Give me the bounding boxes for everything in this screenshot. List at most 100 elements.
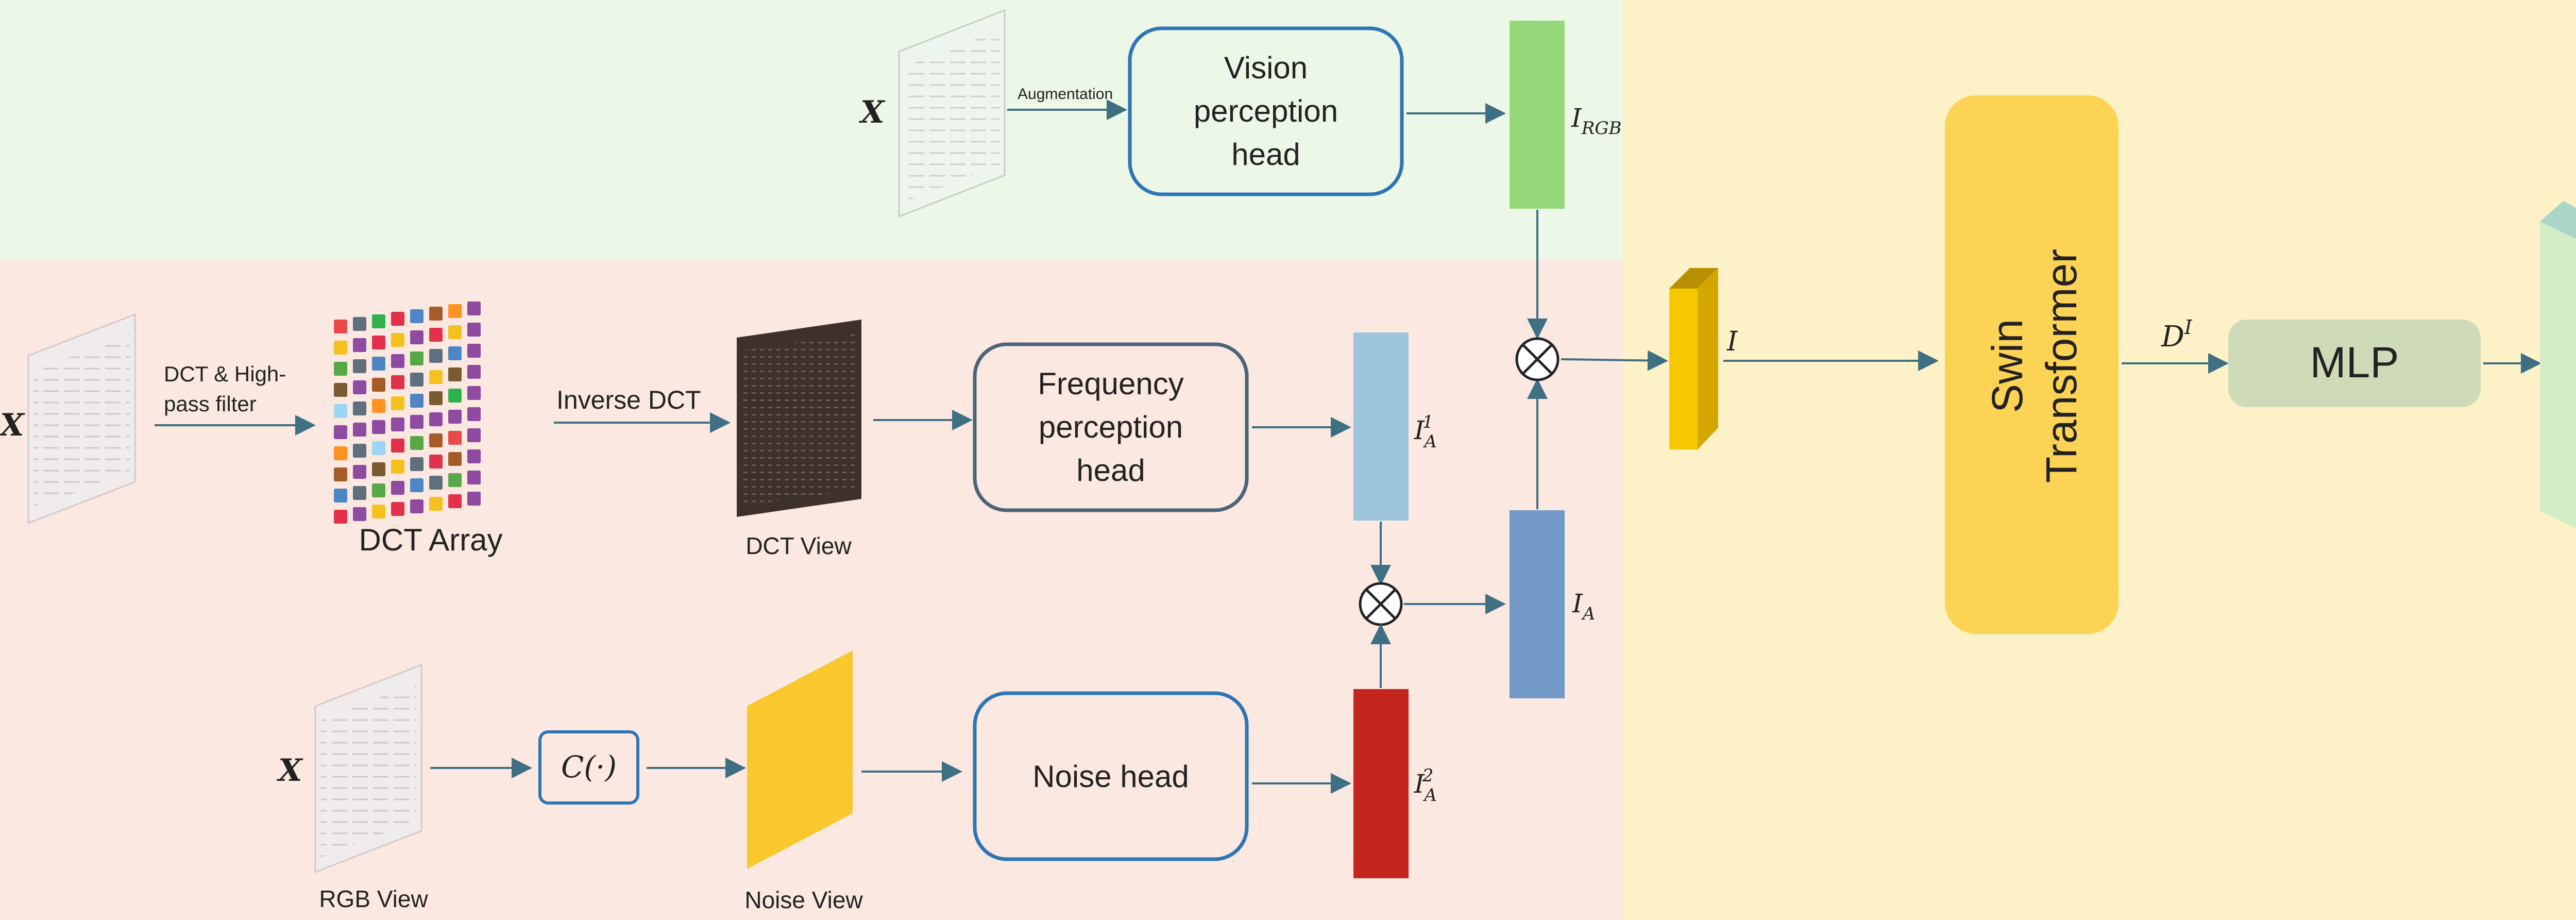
i-a2-feature <box>1353 689 1409 878</box>
freq-head-line3: head <box>1076 453 1145 488</box>
dct-array-cell <box>448 494 462 508</box>
dct-array-cell <box>448 431 462 445</box>
dct-array-cell <box>353 338 366 352</box>
dct-array-cell <box>372 399 385 413</box>
c-operator-box: C(·) <box>538 730 639 805</box>
fusion-to-i-arrow <box>1561 350 1668 371</box>
dct-array-cell <box>353 423 366 437</box>
swin-line2: Transformer <box>2037 249 2086 483</box>
vision-input-document-icon <box>898 9 1006 218</box>
dct-array-cell <box>391 481 404 495</box>
dct-array-cell <box>334 404 347 418</box>
dct-highpass-label-line1: DCT & High- <box>164 362 286 386</box>
swin-transformer-block: Swin Transformer <box>1945 95 2119 634</box>
dct-highpass-label-line2: pass filter <box>164 392 257 416</box>
dct-array-cell <box>334 425 347 439</box>
dct-view-label: DCT View <box>745 532 852 559</box>
dct-array-cell <box>372 441 385 455</box>
dct-view-image <box>737 320 861 517</box>
dct-array-cell <box>353 380 366 394</box>
dct-array-cell <box>391 460 404 474</box>
dct-array-cell <box>429 476 443 490</box>
i-a-feature <box>1510 510 1565 698</box>
dct-array-cell <box>467 302 481 315</box>
dct-array-cell <box>334 383 347 397</box>
dct-array-cell <box>353 444 366 458</box>
dct-array-cell <box>410 352 423 365</box>
dct-array-cell <box>448 389 462 403</box>
i-rgb-feature <box>1510 21 1565 209</box>
dct-array-cell <box>410 415 423 429</box>
swin-line1: Swin <box>1983 319 2031 413</box>
dct-array-cell <box>429 328 443 342</box>
dct-array-cell <box>448 304 462 318</box>
dct-array-cell <box>448 346 462 360</box>
dct-array-cell <box>410 330 423 344</box>
dct-array-cell <box>391 354 404 368</box>
dct-array-cell <box>410 309 423 323</box>
dct-array-cell <box>429 433 443 447</box>
dct-array-cell <box>410 436 423 450</box>
i-fused-label: I <box>1726 326 1738 357</box>
mlp-block: MLP <box>2228 320 2481 407</box>
dct-array-cell <box>467 449 481 463</box>
dct-array-cell <box>334 510 347 524</box>
noise-input-document-icon <box>314 663 422 874</box>
dct-array-cell <box>467 344 481 358</box>
dct-array-cell <box>372 505 385 518</box>
dct-array-cell <box>353 507 366 521</box>
dct-array-cell <box>448 367 462 381</box>
frequency-perception-head: Frequency perception head <box>973 342 1249 512</box>
noise-input-x: X <box>276 752 303 789</box>
noise-view-image <box>747 650 853 869</box>
dct-array-cell <box>448 452 462 466</box>
dct-array-cell <box>372 420 385 434</box>
freq-input-document-icon <box>27 313 136 525</box>
dct-array-cell <box>334 341 347 355</box>
dct-array-cell <box>334 362 347 376</box>
dct-array-cell <box>391 333 404 347</box>
dct-array-cell <box>467 428 481 442</box>
dct-array-cell <box>334 467 347 481</box>
noise-head-label: Noise head <box>1032 759 1189 794</box>
vision-head-line3: head <box>1231 137 1300 172</box>
dct-array-cell <box>410 457 423 471</box>
dct-array-cell <box>429 370 443 384</box>
dct-array-cell <box>353 359 366 373</box>
multiply-node-fusion <box>1515 337 1560 381</box>
dct-array-cell <box>372 314 385 328</box>
dct-array-cell <box>467 323 481 337</box>
vision-head-line2: perception <box>1194 94 1338 128</box>
dct-array-cell <box>391 312 404 326</box>
dct-array-grid <box>334 302 481 524</box>
dct-array-cell <box>429 455 443 469</box>
dct-array-cell <box>429 391 443 405</box>
output-feature <box>2540 201 2576 529</box>
vision-head-line1: Vision <box>1224 51 1308 85</box>
freq-head-line1: Frequency <box>1038 366 1183 401</box>
dct-array-cell <box>391 375 404 389</box>
vision-perception-head: Vision perception head <box>1128 26 1404 196</box>
i-a1-feature <box>1353 332 1409 521</box>
dct-array-cell <box>391 417 404 431</box>
dct-array-cell <box>448 410 462 424</box>
dct-array-cell <box>429 412 443 426</box>
dct-array-cell <box>410 478 423 492</box>
dct-array-cell <box>372 357 385 371</box>
dct-array-cell <box>410 499 423 513</box>
dct-array-cell <box>429 497 443 511</box>
dct-array-cell <box>467 365 481 379</box>
inverse-dct-label: Inverse DCT <box>556 386 701 414</box>
i-a-label: IA <box>1572 589 1595 624</box>
dct-array-cell <box>353 402 366 415</box>
freq-input-x: X <box>0 407 25 443</box>
augmentation-label: Augmentation <box>1018 86 1113 103</box>
dct-array-cell <box>334 489 347 503</box>
dct-array-label: DCT Array <box>359 523 503 557</box>
dct-array-cell <box>391 502 404 516</box>
noise-view-label: Noise View <box>744 886 863 913</box>
dct-array-cell <box>410 394 423 408</box>
dct-array-cell <box>429 307 443 321</box>
